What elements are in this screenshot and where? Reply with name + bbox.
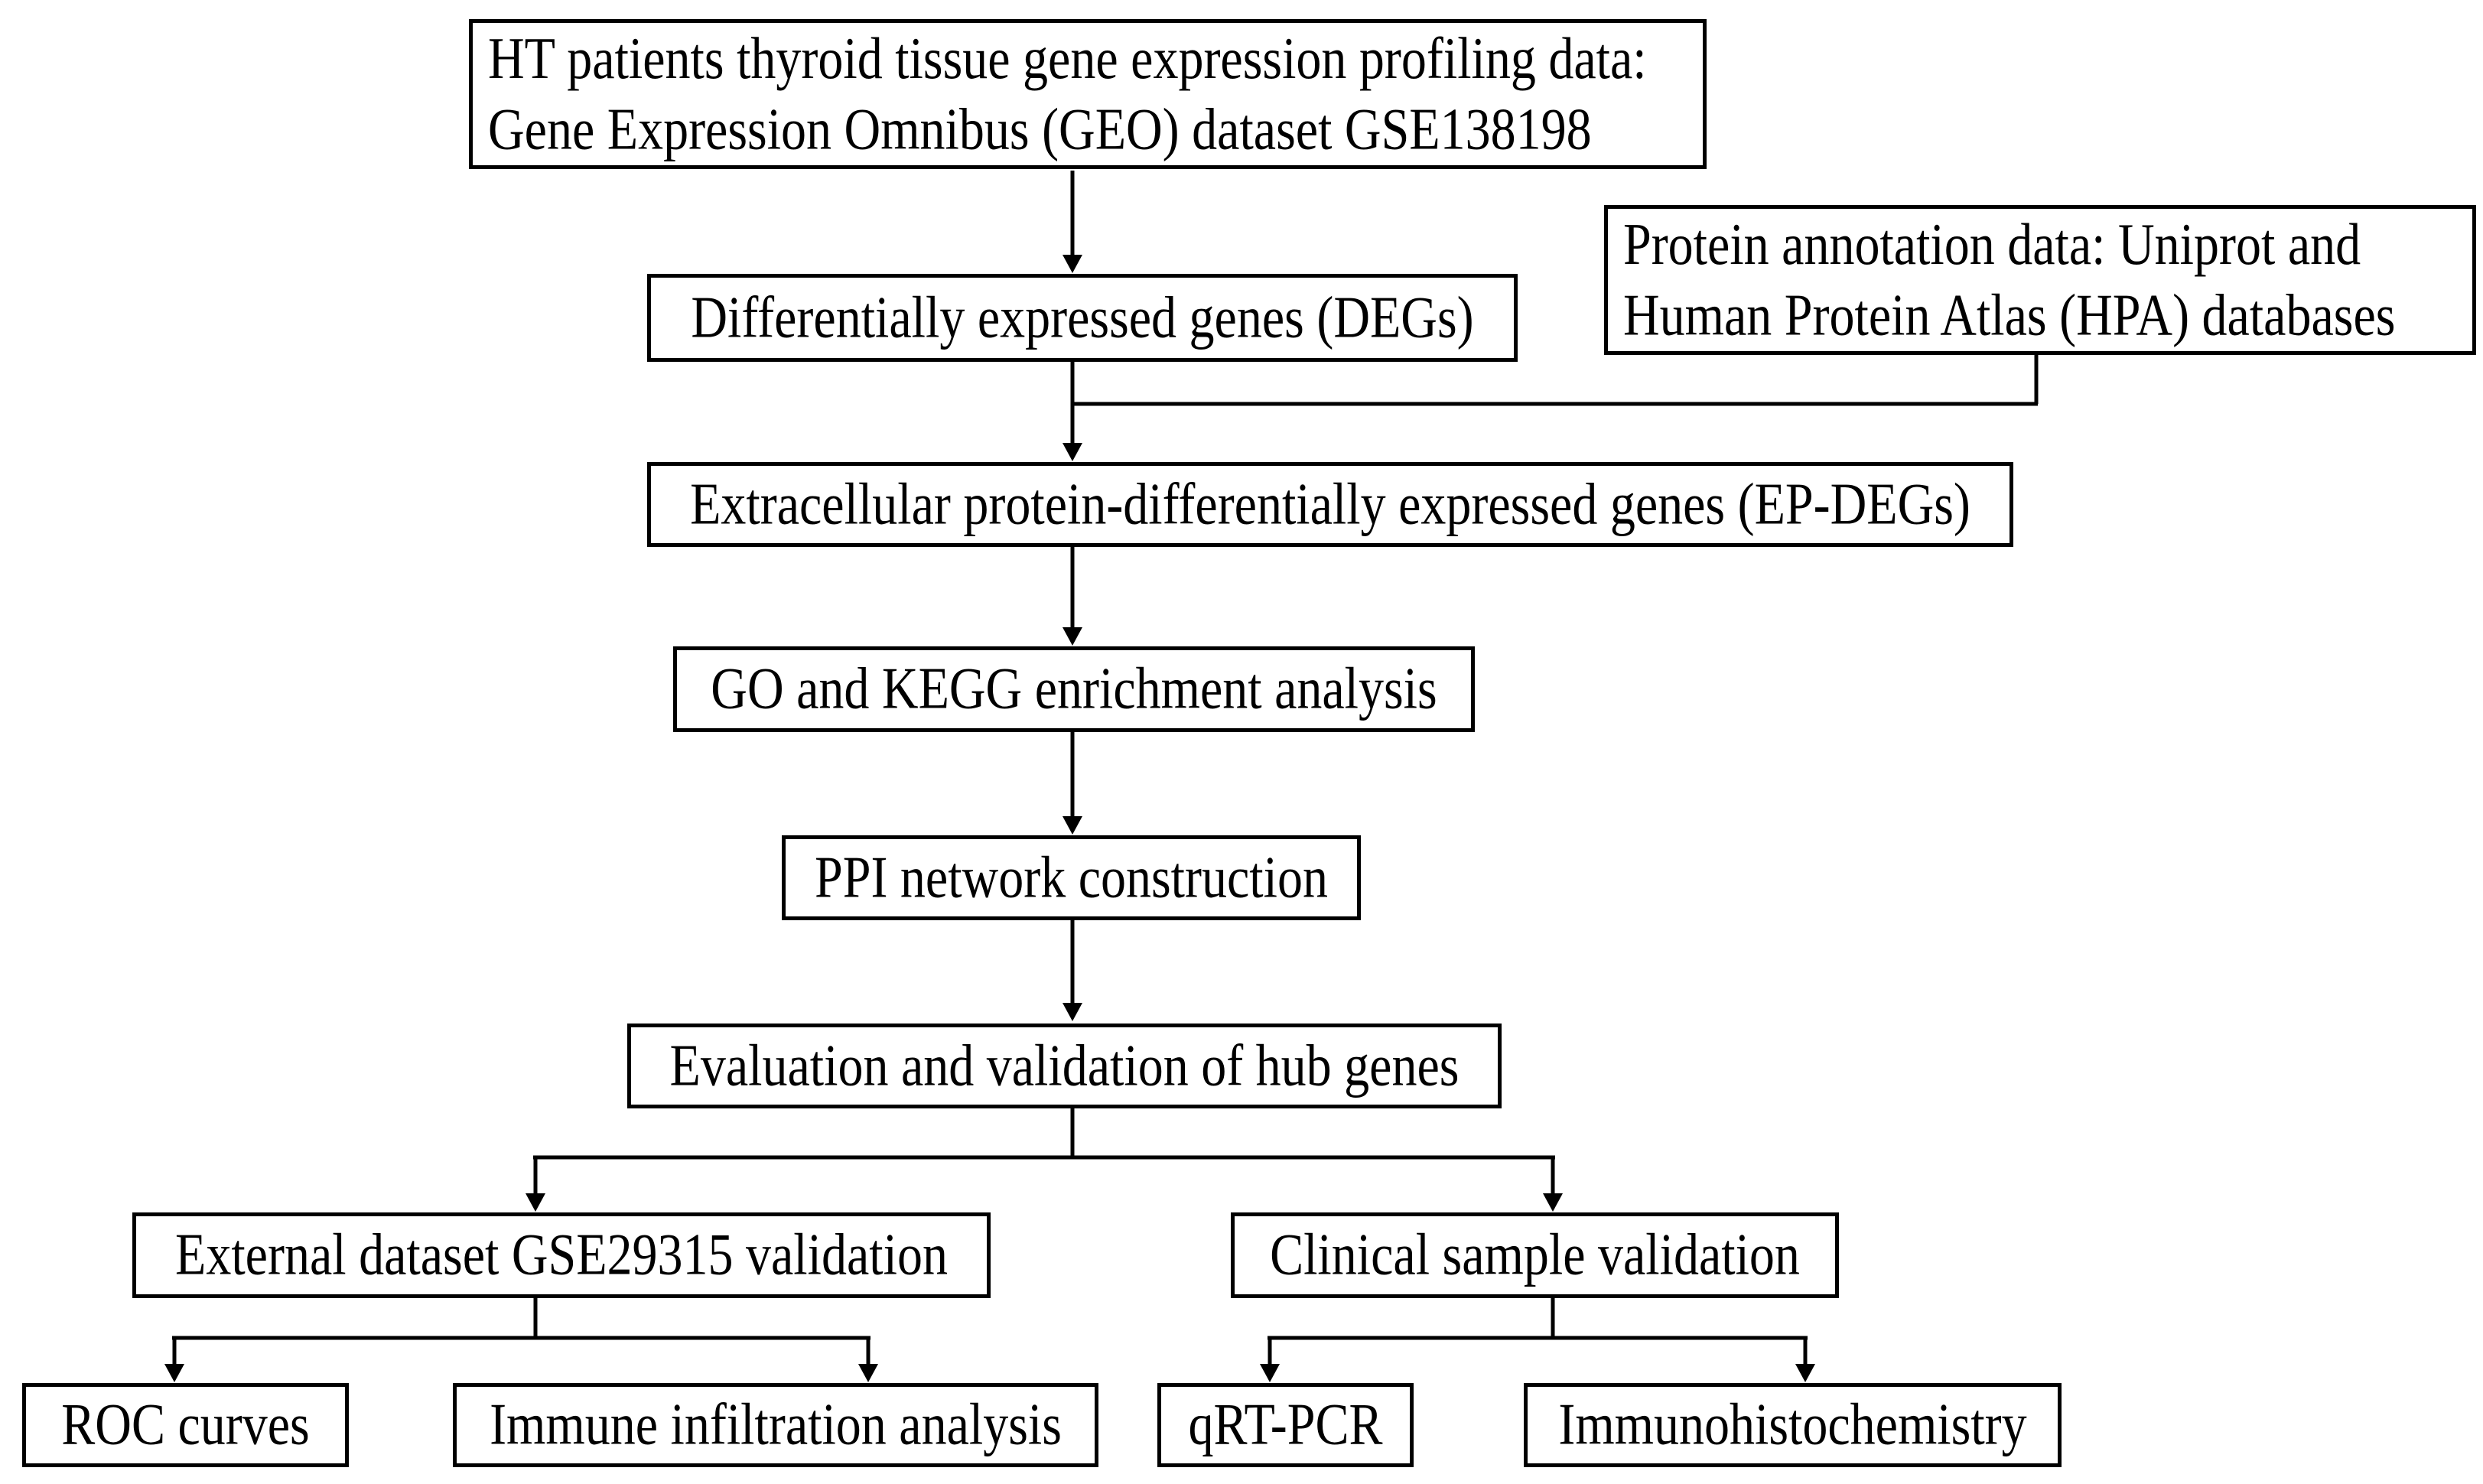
arrowhead-down-icon [1063,1003,1082,1021]
node-ppi-label: PPI network construction [815,845,1328,910]
node-protein-annotation-line2: Human Protein Atlas (HPA) databases [1623,282,2396,349]
node-source-data-text: HT patients thyroid tissue gene expressi… [488,23,1647,165]
node-clinical-validation-label: Clinical sample validation [1270,1222,1800,1288]
node-qrt-pcr-label: qRT-PCR [1188,1391,1383,1458]
connector-protein-to-epdegs [1072,355,2039,406]
node-protein-annotation-text: Protein annotation data: Uniprot and Hum… [1623,209,2395,351]
node-source-data-line1: HT patients thyroid tissue gene expressi… [488,25,1647,92]
connector-gokegg-to-ppi [1063,732,1082,835]
node-source-data-line2: Gene Expression Omnibus (GEO) dataset GS… [488,96,1592,163]
connector-source-to-degs [1063,171,1082,273]
node-protein-annotation: Protein annotation data: Uniprot and Hum… [1604,205,2476,355]
node-qrt-pcr: qRT-PCR [1157,1383,1414,1467]
arrowhead-down-icon [164,1364,184,1382]
node-immune-infiltration-label: Immune infiltration analysis [490,1391,1062,1458]
node-immunohistochemistry: Immunohistochemistry [1524,1383,2062,1467]
arrowhead-down-icon [1063,816,1082,835]
node-evaluation-label: Evaluation and validation of hub genes [669,1033,1460,1098]
node-go-kegg-label: GO and KEGG enrichment analysis [711,656,1437,722]
node-ep-degs-label: Extracellular protein-differentially exp… [690,471,1970,537]
arrowhead-down-icon [858,1364,878,1382]
node-protein-annotation-line1: Protein annotation data: Uniprot and [1623,211,2361,278]
arrowhead-down-icon [526,1193,545,1212]
node-degs-label: Differentially expressed genes (DEGs) [691,285,1474,350]
arrowhead-down-icon [1063,255,1082,273]
node-immune-infiltration: Immune infiltration analysis [453,1383,1098,1467]
node-roc: ROC curves [22,1383,349,1467]
node-immunohistochemistry-label: Immunohistochemistry [1558,1391,2027,1458]
connector-degs-to-epdegs [1063,362,1082,461]
arrowhead-down-icon [1795,1364,1815,1382]
arrowhead-down-icon [1063,627,1082,646]
node-roc-label: ROC curves [61,1391,310,1458]
node-degs: Differentially expressed genes (DEGs) [647,274,1518,362]
connector-external-split [164,1298,878,1382]
node-ep-degs: Extracellular protein-differentially exp… [647,462,2013,547]
arrowhead-down-icon [1260,1364,1280,1382]
node-evaluation: Evaluation and validation of hub genes [627,1024,1502,1108]
arrowhead-down-icon [1543,1193,1563,1212]
node-external-validation-label: External dataset GSE29315 validation [175,1222,948,1288]
connector-ppi-to-evaluation [1063,920,1082,1021]
connector-evaluation-split [526,1108,1563,1212]
connector-epdegs-to-gokegg [1063,547,1082,646]
node-go-kegg: GO and KEGG enrichment analysis [673,646,1475,732]
node-external-validation: External dataset GSE29315 validation [132,1212,991,1298]
node-source-data: HT patients thyroid tissue gene expressi… [469,19,1707,169]
node-clinical-validation: Clinical sample validation [1231,1212,1839,1298]
connector-clinical-split [1260,1298,1815,1382]
node-ppi: PPI network construction [782,835,1361,920]
arrowhead-down-icon [1063,443,1082,461]
